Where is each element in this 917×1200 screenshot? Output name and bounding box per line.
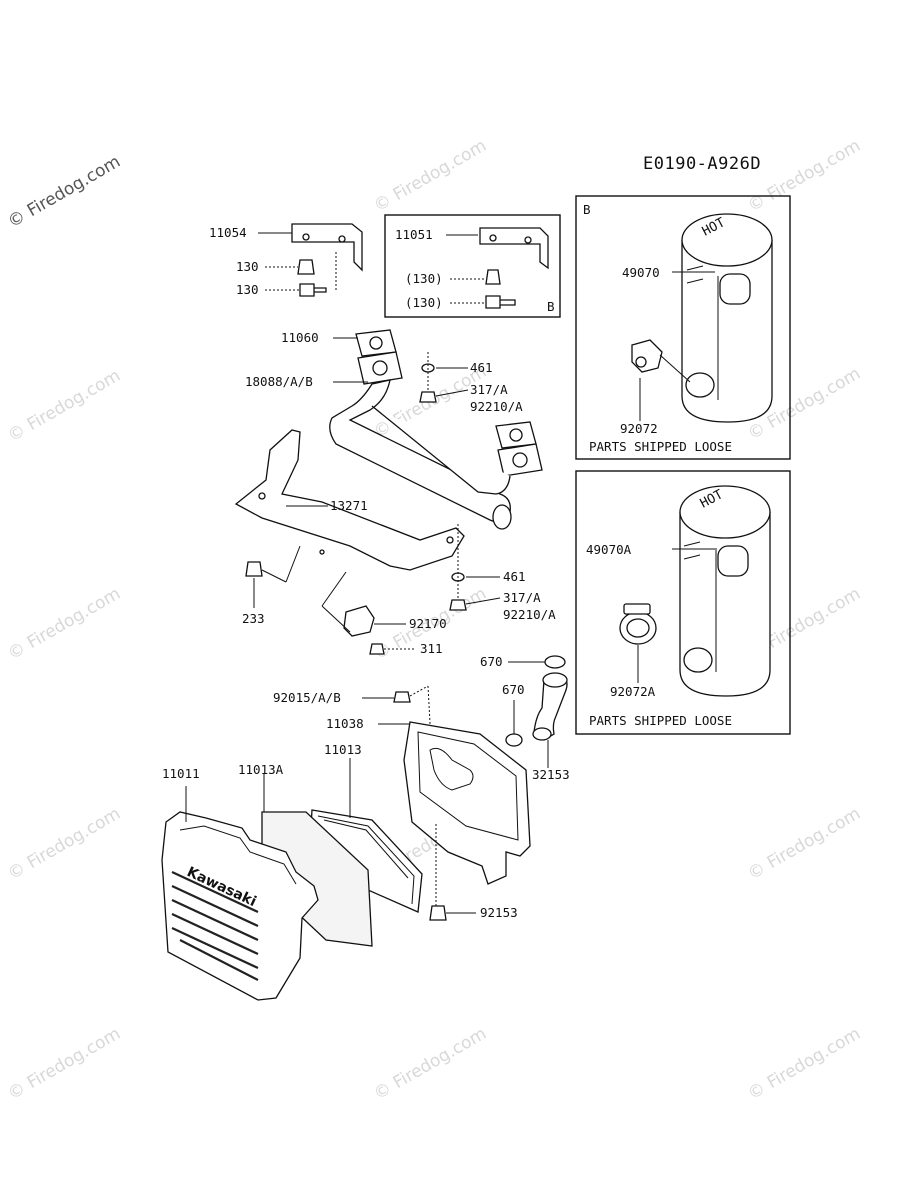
drawing-code: E0190-A926D xyxy=(643,154,761,174)
bolt-icon xyxy=(485,269,501,285)
callout-92153: 92153 xyxy=(480,905,518,920)
bolt-icon xyxy=(485,295,516,309)
bolt-icon xyxy=(245,561,263,577)
clamp-icon xyxy=(343,605,375,637)
callout-130-b: (130) xyxy=(405,295,443,310)
callout-670-top: 670 xyxy=(480,654,503,669)
callout-92210a-bot: 92210/A xyxy=(503,607,556,622)
callout-92015: 92015/A/B xyxy=(273,690,341,705)
callout-130-a: (130) xyxy=(405,271,443,286)
callout-11011: 11011 xyxy=(162,766,200,781)
callout-311: 311 xyxy=(420,641,443,656)
callout-13271: 13271 xyxy=(330,498,368,513)
callout-11013a: 11013A xyxy=(238,762,284,777)
callout-92170: 92170 xyxy=(409,616,447,631)
callout-18088: 18088/A/B xyxy=(245,374,313,389)
inset-muffler-a: HOT 49070A 92072A PARTS SHIPPED LOOSE xyxy=(575,470,791,735)
watermark-text: © Firedog.com xyxy=(5,366,124,447)
callout-49070: 49070 xyxy=(622,265,660,280)
inset-b-caption: PARTS SHIPPED LOOSE xyxy=(589,439,732,454)
bracket-box-frame xyxy=(384,214,561,318)
callout-92072a: 92072A xyxy=(610,684,656,699)
watermark-text: © Firedog.com xyxy=(5,1024,124,1105)
bracket-box-b: B 11051 (130) (130) xyxy=(384,214,561,318)
clamp-ring-icon xyxy=(619,603,657,645)
callout-92072: 92072 xyxy=(620,421,658,436)
oring-icon xyxy=(544,655,566,669)
bolt-icon xyxy=(369,643,385,655)
heat-shield-icon xyxy=(234,429,465,571)
callout-317a-top: 317/A xyxy=(470,382,508,397)
callout-49070a: 49070A xyxy=(586,542,632,557)
inset-a-caption: PARTS SHIPPED LOOSE xyxy=(589,713,732,728)
callout-11054: 11054 xyxy=(209,225,247,240)
watermark-text: © Firedog.com xyxy=(745,136,864,217)
bolt-icon xyxy=(297,259,315,275)
clamp-icon xyxy=(631,339,691,383)
air-cleaner-cover xyxy=(161,811,319,1001)
callout-233: 233 xyxy=(242,611,265,626)
inset-muffler-b: B HOT 49070 92072 PARTS SHIPPED LOOSE xyxy=(575,195,791,460)
watermark-text: © Firedog.com xyxy=(5,804,124,885)
callout-130-main-a: 130 xyxy=(236,259,259,274)
inset-a-frame xyxy=(575,470,791,735)
nut-icon xyxy=(449,599,467,611)
bolt-icon xyxy=(299,283,327,297)
nut-icon xyxy=(419,391,437,403)
inset-b-marker: B xyxy=(583,202,591,217)
callout-11060: 11060 xyxy=(281,330,319,345)
callout-461-bot: 461 xyxy=(503,569,526,584)
callout-461-top: 461 xyxy=(470,360,493,375)
watermark-text: © Firedog.com xyxy=(5,152,124,233)
watermark-text: © Firedog.com xyxy=(5,584,124,665)
watermark-text: © Firedog.com xyxy=(371,1024,490,1105)
air-cleaner: 670 32153 670 92015/A/B 11038 11013 1101… xyxy=(161,654,570,1001)
callout-32153: 32153 xyxy=(532,767,570,782)
muffler-icon: HOT xyxy=(679,485,771,697)
bracket-main: 11054 130 130 xyxy=(209,223,363,297)
callout-11013: 11013 xyxy=(324,742,362,757)
watermark-text: © Firedog.com xyxy=(371,136,490,217)
callout-130-main-b: 130 xyxy=(236,282,259,297)
nut-icon xyxy=(393,691,411,703)
callout-11051: 11051 xyxy=(395,227,433,242)
cover-grille xyxy=(171,871,259,981)
watermark-text: © Firedog.com xyxy=(745,1024,864,1105)
callout-11038: 11038 xyxy=(326,716,364,731)
bracket-box-corner: B xyxy=(547,299,555,314)
watermark-text: © Firedog.com xyxy=(745,804,864,885)
callout-670-mid: 670 xyxy=(502,682,525,697)
exhaust-pipe: 13271 11060 18088/A/B 461 317/A 92210/A … xyxy=(234,329,556,656)
bracket-icon xyxy=(291,223,363,272)
callout-317a-bot: 317/A xyxy=(503,590,541,605)
bolt-icon xyxy=(429,905,447,921)
muffler-icon: HOT xyxy=(681,213,773,423)
inset-b-frame xyxy=(575,195,791,460)
oring-icon xyxy=(505,733,523,747)
callout-92210a-top: 92210/A xyxy=(470,399,523,414)
bracket-icon xyxy=(479,227,549,270)
